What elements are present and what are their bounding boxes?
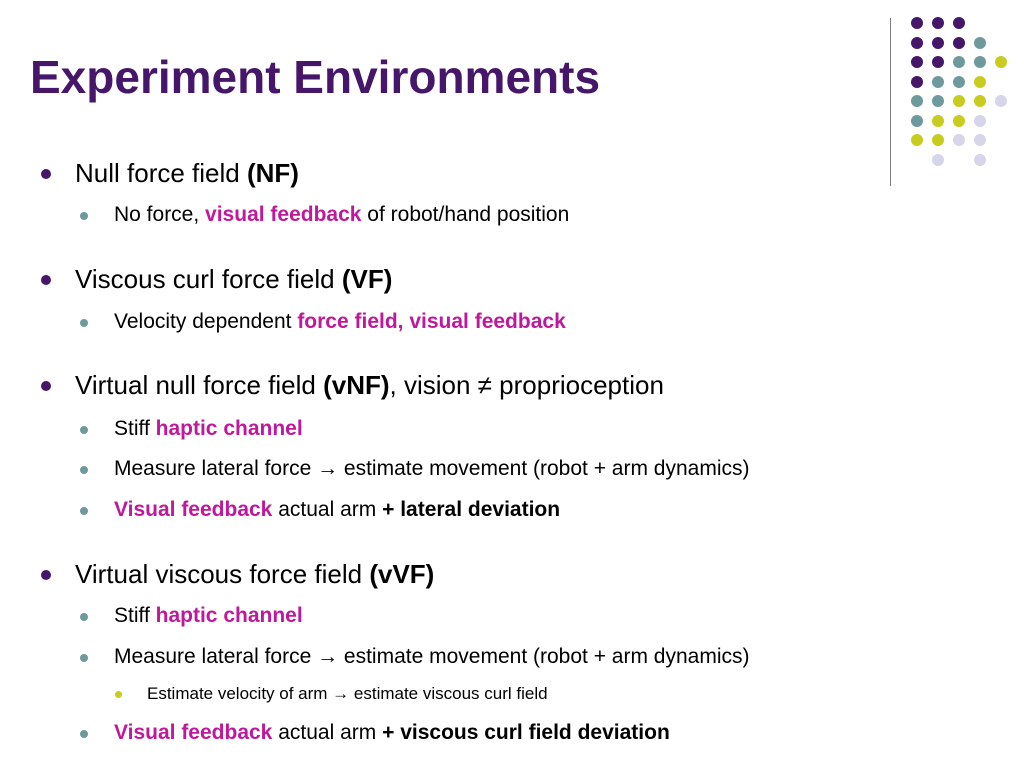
bullet-text-level-3: Estimate velocity of arm → estimate visc…	[147, 685, 548, 702]
bold-text: (vVF)	[369, 559, 435, 589]
decoration-dot	[953, 75, 965, 88]
decoration-dot	[911, 56, 923, 68]
text-run: Virtual null force field	[75, 370, 324, 400]
decoration-dot	[932, 56, 944, 68]
decoration-dot	[911, 134, 923, 146]
text-run: actual arm	[272, 498, 383, 521]
text-run: Measure lateral force → estimate movemen…	[114, 457, 750, 480]
text-run: actual arm	[272, 721, 383, 744]
bullet-text-level-2: Measure lateral force → estimate movemen…	[114, 458, 749, 479]
bold-text: + viscous curl field deviation	[382, 721, 670, 744]
bullet-icon	[80, 507, 88, 515]
text-run: Stiff	[114, 417, 156, 440]
decoration-dot	[911, 114, 923, 127]
bullet-text-level-2: Visual feedback actual arm + viscous cur…	[114, 722, 670, 743]
bullet-text-level-2: Velocity dependent force field, visual f…	[114, 311, 566, 332]
decoration-dot	[953, 36, 965, 49]
text-run: No force,	[114, 203, 206, 226]
highlight-text: haptic channel	[155, 604, 303, 627]
bold-text: + lateral deviation	[382, 498, 561, 521]
highlight-text: Visual feedback	[114, 498, 273, 521]
bullet-text-level-1: Viscous curl force field (VF)	[75, 266, 392, 292]
highlight-text: force field, visual feedback	[297, 310, 566, 333]
bullet-text-level-2: Stiff haptic channel	[114, 605, 303, 626]
bullet-icon	[41, 381, 51, 391]
slide-title: Experiment Environments	[30, 51, 601, 103]
bullet-text-level-2: Stiff haptic channel	[114, 418, 303, 439]
bullet-text-level-1: Null force field (NF)	[75, 160, 299, 186]
text-run: Virtual viscous force field	[75, 559, 370, 589]
bullet-icon	[41, 169, 51, 179]
bullet-text-level-2: No force, visual feedback of robot/hand …	[114, 204, 569, 225]
bullet-icon	[80, 212, 88, 220]
decoration-dot	[974, 153, 986, 166]
bullet-icon	[80, 654, 88, 662]
bullet-text-level-2: Visual feedback actual arm + lateral dev…	[114, 499, 560, 520]
text-run: Null force field	[75, 158, 247, 188]
decoration-dot	[974, 75, 986, 88]
decoration-dot	[932, 153, 944, 166]
highlight-text: Visual feedback	[114, 721, 273, 744]
bullet-icon	[80, 613, 88, 621]
decoration-dot	[953, 134, 965, 146]
text-run: Stiff	[114, 604, 156, 627]
decoration-dot	[932, 114, 944, 127]
text-run: Measure lateral force → estimate movemen…	[114, 645, 750, 668]
bullet-text-level-1: Virtual null force field (vNF), vision ≠…	[75, 372, 664, 398]
bullet-icon	[80, 319, 88, 327]
bullet-icon	[115, 691, 122, 698]
text-run: Estimate velocity of arm → estimate visc…	[147, 684, 548, 703]
decoration-dot	[995, 56, 1007, 68]
decoration-dot	[932, 75, 944, 88]
decoration-dot	[953, 95, 965, 107]
bold-text: (vNF)	[323, 370, 390, 400]
highlight-text: visual feedback	[205, 203, 362, 226]
bullet-icon	[80, 426, 88, 434]
divider-line	[890, 18, 891, 186]
bullet-icon	[41, 570, 51, 580]
decoration-dot	[974, 114, 986, 127]
decoration-dot	[911, 36, 923, 49]
decoration-dot	[995, 95, 1007, 107]
text-run: Velocity dependent	[114, 310, 298, 333]
bullet-text-level-2: Measure lateral force → estimate movemen…	[114, 646, 749, 667]
decoration-dot	[932, 95, 944, 107]
decoration-dot	[953, 17, 965, 29]
text-run: , vision ≠ proprioception	[389, 370, 664, 400]
decoration-dot	[911, 95, 923, 107]
decoration-dot	[911, 17, 923, 29]
highlight-text: haptic channel	[155, 417, 303, 440]
text-run: of robot/hand position	[361, 203, 570, 226]
decoration-dot	[911, 75, 923, 88]
bullet-icon	[80, 466, 88, 474]
decoration-dot	[932, 36, 944, 49]
decoration-dot	[974, 56, 986, 68]
bold-text: (NF)	[246, 158, 299, 188]
decoration-dot	[932, 17, 944, 29]
decoration-dot	[974, 95, 986, 107]
decoration-dot	[953, 56, 965, 68]
bullet-icon	[80, 730, 88, 738]
bullet-text-level-1: Virtual viscous force field (vVF)	[75, 561, 434, 587]
decoration-dot	[932, 134, 944, 146]
decoration-dot	[974, 134, 986, 146]
text-run: Viscous curl force field	[75, 264, 342, 294]
decoration-dot	[974, 36, 986, 49]
decoration-dot	[953, 114, 965, 127]
bold-text: (VF)	[341, 264, 393, 294]
bullet-icon	[41, 275, 51, 285]
